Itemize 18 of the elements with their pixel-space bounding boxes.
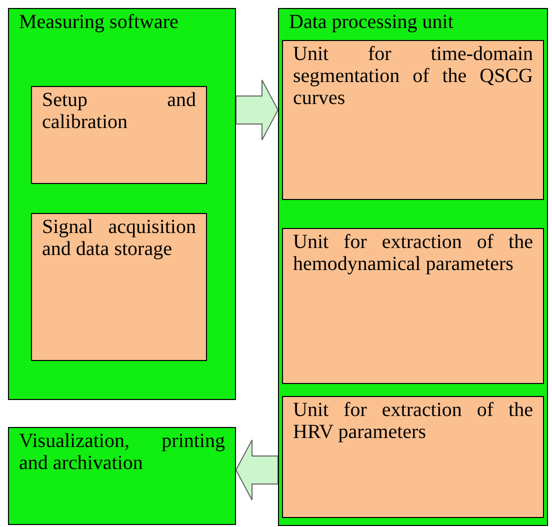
module-title: Visualization, printing and archivation bbox=[18, 429, 226, 474]
block-arrow bbox=[236, 80, 279, 140]
unit-box bbox=[31, 213, 207, 361]
unit-label: Unit for extraction of the HRV parameters bbox=[292, 398, 534, 443]
unit-label: Signal acquisition and data storage bbox=[41, 215, 197, 260]
module-title: Measuring software bbox=[18, 10, 180, 33]
unit-label: Setup and calibration bbox=[41, 88, 197, 133]
module-box bbox=[278, 8, 548, 526]
module-title: Data processing unit bbox=[288, 10, 454, 33]
unit-box bbox=[282, 228, 544, 384]
unit-label: Unit for extraction of the hemodynamical parameters bbox=[292, 230, 534, 275]
unit-box bbox=[282, 396, 544, 518]
module-box bbox=[8, 427, 236, 525]
unit-label: Unit for time-domain segmentation of the QSCG curves bbox=[292, 42, 534, 109]
unit-box bbox=[31, 86, 207, 184]
unit-box bbox=[282, 40, 544, 200]
module-box bbox=[8, 8, 236, 400]
block-arrow bbox=[235, 440, 278, 500]
